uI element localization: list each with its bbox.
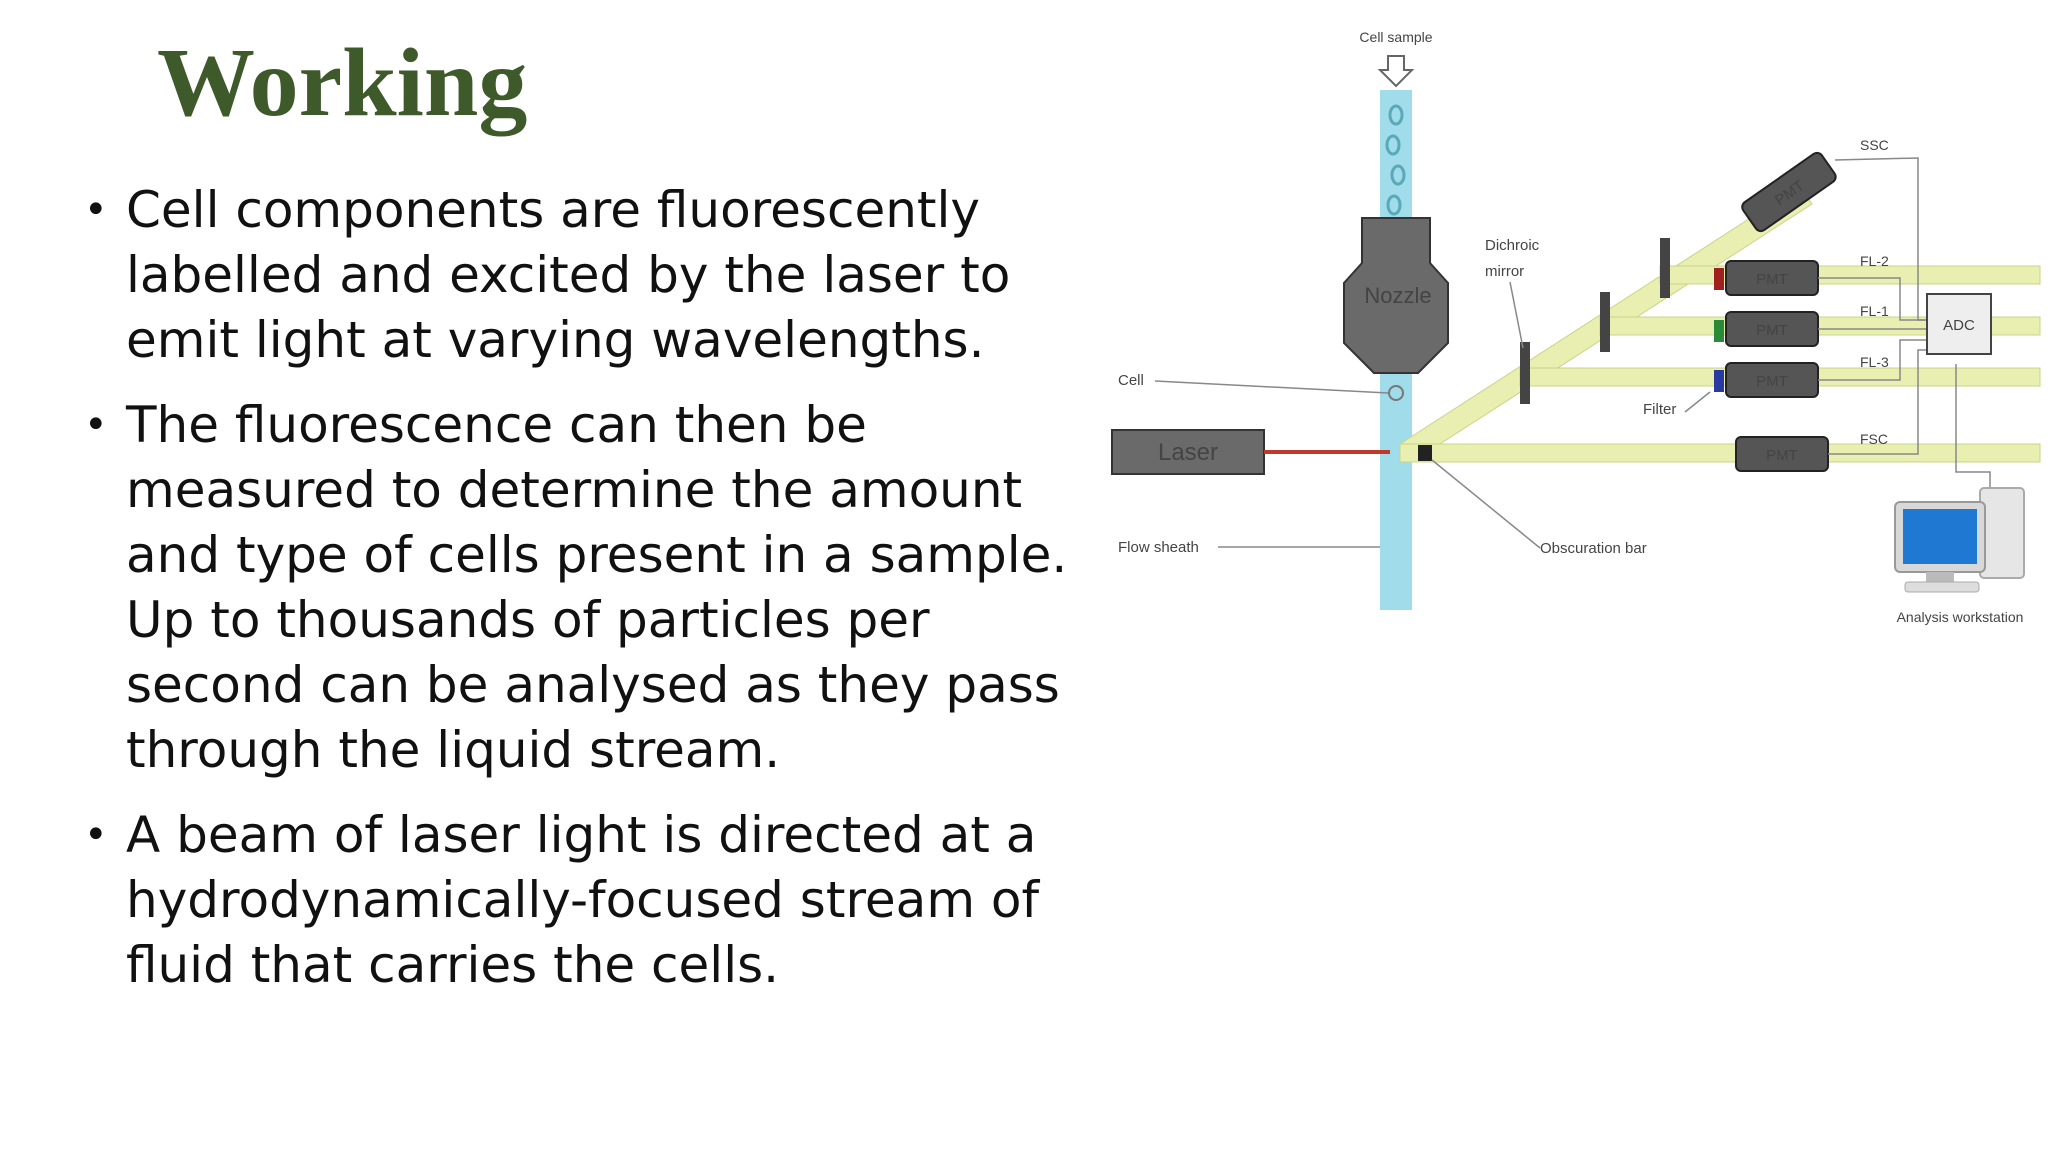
- dichroic-leader-line: [1509, 281, 1524, 349]
- label-dichroic-2: mirror: [1485, 263, 1524, 280]
- label-fsc: FSC: [1860, 431, 1888, 447]
- workstation-icon: [1894, 487, 2025, 593]
- pmt-fl3-label: PMT: [1756, 373, 1788, 390]
- bullet-icon: •: [84, 402, 108, 448]
- label-filter: Filter: [1643, 401, 1676, 418]
- obscuration-bar: [1418, 445, 1432, 461]
- pmt-fl3: PMT: [1725, 362, 1819, 398]
- adc-box: [1926, 293, 1992, 355]
- label-fl3: FL-3: [1860, 354, 1889, 370]
- label-laser: Laser: [1158, 439, 1218, 466]
- bullet-item: • A beam of laser light is directed at a…: [82, 803, 1112, 998]
- obscuration-leader-line: [1431, 459, 1541, 549]
- filter-green: [1714, 320, 1724, 342]
- slide-title: Working: [157, 29, 528, 137]
- cell-leader-line: [1154, 380, 1389, 394]
- pmt-fl1: PMT: [1725, 311, 1819, 347]
- label-nozzle: Nozzle: [1364, 283, 1431, 308]
- filter-red: [1714, 268, 1724, 290]
- pmt-fsc: PMT: [1735, 436, 1829, 472]
- signal-wires: [1818, 157, 1991, 490]
- label-adc: ADC: [1943, 317, 1975, 334]
- filter-leader-line: [1684, 391, 1711, 413]
- dichroic-mirrors: [1520, 238, 1670, 404]
- pmt-ssc: PMT: [1741, 151, 1837, 233]
- label-fl2: FL-2: [1860, 253, 1889, 269]
- pmt-fl1-label: PMT: [1756, 322, 1788, 339]
- cell-sample-arrow-icon: [1377, 55, 1415, 88]
- laser-body: [1111, 429, 1265, 475]
- bullet-icon: •: [84, 812, 108, 858]
- bullet-list: • Cell components are fluorescently labe…: [82, 178, 1112, 1018]
- bullet-text: Cell components are fluorescently labell…: [126, 181, 1011, 369]
- bullet-item: • Cell components are fluorescently labe…: [82, 178, 1112, 373]
- pmt-fsc-label: PMT: [1766, 447, 1798, 464]
- nozzle: [1343, 217, 1449, 374]
- bullet-text: A beam of laser light is directed at a h…: [126, 806, 1040, 994]
- label-flow-sheath: Flow sheath: [1118, 539, 1199, 556]
- stream-particles: [1385, 104, 1406, 216]
- label-cell: Cell: [1118, 372, 1144, 389]
- bullet-item: • The fluorescence can then be measured …: [82, 393, 1112, 783]
- pmt-fl2-label: PMT: [1756, 271, 1788, 288]
- filter-blue: [1714, 370, 1724, 392]
- label-dichroic-1: Dichroic: [1485, 237, 1540, 254]
- bullet-text: The fluorescence can then be measured to…: [126, 396, 1068, 779]
- label-obscuration-bar: Obscuration bar: [1540, 540, 1647, 557]
- label-fl1: FL-1: [1860, 303, 1889, 319]
- flow-cytometer-diagram: Cell sample Nozzle Cell Laser Flow sheat…: [1111, 29, 2041, 625]
- label-cell-sample: Cell sample: [1359, 29, 1432, 45]
- pmt-fl2: PMT: [1725, 260, 1819, 296]
- label-workstation: Analysis workstation: [1897, 609, 2024, 625]
- cell-icon: [1388, 385, 1404, 401]
- label-ssc: SSC: [1860, 137, 1889, 153]
- bullet-icon: •: [84, 187, 108, 233]
